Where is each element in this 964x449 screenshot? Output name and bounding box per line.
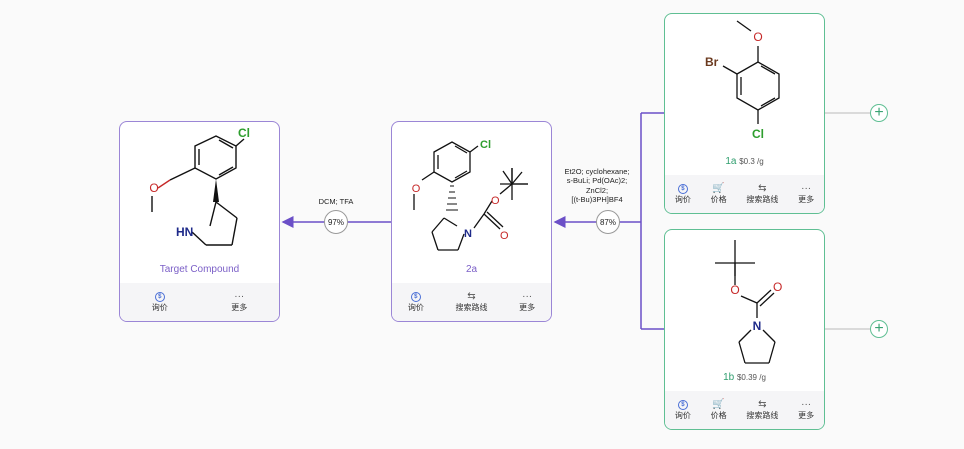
reagent-1b-price: $0.39 /g bbox=[736, 373, 766, 382]
cart-icon: 🛒 bbox=[712, 183, 725, 195]
intermediate-n-atom: N bbox=[464, 228, 472, 240]
more-icon: ··· bbox=[801, 183, 812, 195]
reagent-1b-route-button[interactable]: ⇆ 搜索路线 bbox=[746, 399, 779, 421]
reagent-1b-more-button[interactable]: ··· 更多 bbox=[798, 399, 815, 421]
reagent-1b-actions: $ 询价 🛒 价格 ⇆ 搜索路线 ··· 更多 bbox=[665, 391, 824, 429]
reagent-1a-id[interactable]: 1a bbox=[725, 156, 737, 167]
route-icon: ⇆ bbox=[467, 291, 476, 303]
intermediate-route-button[interactable]: ⇆ 搜索路线 bbox=[455, 291, 488, 313]
target-o-atom: O bbox=[149, 181, 158, 195]
reagent-1a-route-button[interactable]: ⇆ 搜索路线 bbox=[746, 183, 779, 205]
reaction2-yield: 87% bbox=[596, 210, 620, 234]
reagent-1b-carbonyl-o-atom: O bbox=[773, 280, 782, 294]
intermediate-caption: 2a bbox=[465, 264, 478, 275]
intermediate-carbonyl-o-atom: O bbox=[500, 230, 509, 242]
reagent-1b-card[interactable]: O O N 1b $0.39 /g $ 询价 🛒 价格 ⇆ 搜索路线 ··· 更… bbox=[664, 229, 825, 430]
target-inquiry-button[interactable]: $ 询价 bbox=[151, 291, 168, 313]
reagent-1a-more-button[interactable]: ··· 更多 bbox=[798, 183, 815, 205]
reagent-1b-structure: O O N bbox=[715, 240, 782, 364]
expand-1b-button[interactable]: + bbox=[870, 320, 888, 338]
intermediate-inquiry-button[interactable]: $ 询价 bbox=[407, 291, 424, 313]
reagent-1b-n-atom: N bbox=[753, 319, 762, 333]
plus-icon: + bbox=[874, 104, 884, 121]
reaction2-conditions: Et2O; cyclohexane; s-BuLi; Pd(OAc)2; ZnC… bbox=[564, 167, 630, 205]
target-more-button[interactable]: ··· 更多 bbox=[231, 291, 248, 313]
dollar-circle-icon: $ bbox=[154, 291, 165, 302]
reagent-1b-caption: 1b $0.39 /g bbox=[665, 372, 824, 383]
reagent-1b-price-button[interactable]: 🛒 价格 bbox=[710, 399, 727, 421]
intermediate-actions: $ 询价 ⇆ 搜索路线 ··· 更多 bbox=[392, 283, 551, 321]
reagent-1a-actions: $ 询价 🛒 价格 ⇆ 搜索路线 ··· 更多 bbox=[665, 175, 824, 213]
target-hn-atom: HN bbox=[176, 225, 193, 239]
reagent-1a-o-atom: O bbox=[753, 30, 762, 44]
target-cl-atom: Cl bbox=[238, 126, 250, 140]
target-caption: Target Compound bbox=[159, 264, 240, 275]
cart-icon: 🛒 bbox=[712, 399, 725, 411]
more-icon: ··· bbox=[801, 399, 812, 411]
reagent-1a-price-button[interactable]: 🛒 价格 bbox=[710, 183, 727, 205]
target-compound-card[interactable]: O Cl HN Target Compound $ 询价 ··· 更多 bbox=[119, 121, 280, 322]
plus-icon: + bbox=[874, 320, 884, 337]
reagent-1a-price: $0.3 /g bbox=[739, 157, 764, 166]
route-icon: ⇆ bbox=[758, 183, 767, 195]
intermediate-structure: O Cl N O O bbox=[412, 139, 528, 251]
reaction1-conditions: DCM; TFA bbox=[318, 197, 354, 206]
reagent-1b-ester-o-atom: O bbox=[730, 283, 739, 297]
dollar-circle-icon: $ bbox=[677, 183, 688, 194]
reagent-1b-inquiry-button[interactable]: $ 询价 bbox=[674, 399, 691, 421]
intermediate-more-button[interactable]: ··· 更多 bbox=[519, 291, 536, 313]
target-structure: O Cl HN bbox=[149, 126, 250, 246]
reagent-1a-br-atom: Br bbox=[705, 55, 719, 69]
dollar-circle-icon: $ bbox=[410, 291, 421, 302]
intermediate-cl-atom: Cl bbox=[480, 139, 491, 151]
dollar-circle-icon: $ bbox=[677, 399, 688, 410]
reagent-1a-caption: 1a $0.3 /g bbox=[665, 156, 824, 167]
reagent-1a-inquiry-button[interactable]: $ 询价 bbox=[674, 183, 691, 205]
reagent-1a-card[interactable]: O Br Cl 1a $0.3 /g $ 询价 🛒 价格 ⇆ 搜索路线 ··· … bbox=[664, 13, 825, 214]
reagent-1b-id[interactable]: 1b bbox=[723, 372, 735, 383]
reagent-1a-structure: O Br Cl bbox=[705, 20, 780, 141]
more-icon: ··· bbox=[234, 291, 245, 303]
intermediate-2a-card[interactable]: O Cl N O O 2a $ 询价 ⇆ 搜索路线 ··· 更多 bbox=[391, 121, 552, 322]
route-icon: ⇆ bbox=[758, 399, 767, 411]
target-actions: $ 询价 ··· 更多 bbox=[120, 283, 279, 321]
more-icon: ··· bbox=[522, 291, 533, 303]
intermediate-o-atom: O bbox=[412, 183, 421, 195]
reagent-1a-cl-atom: Cl bbox=[752, 127, 764, 141]
reaction1-yield: 97% bbox=[324, 210, 348, 234]
intermediate-ester-o-atom: O bbox=[491, 195, 500, 207]
expand-1a-button[interactable]: + bbox=[870, 104, 888, 122]
